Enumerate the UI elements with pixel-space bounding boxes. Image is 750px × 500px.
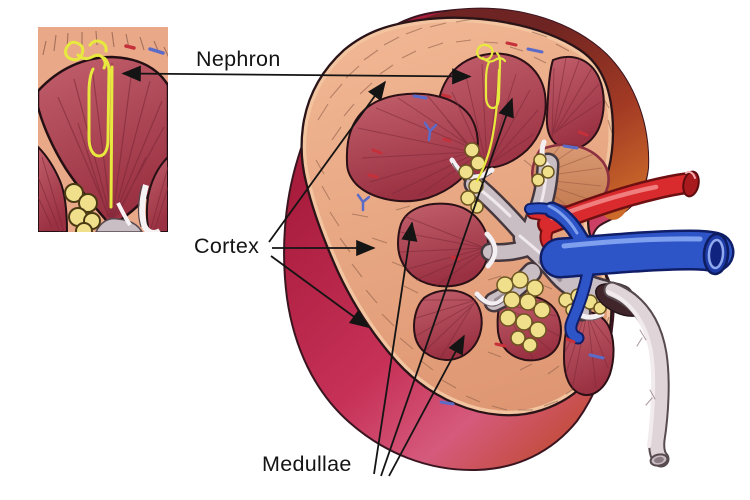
ureter <box>603 281 670 468</box>
annotation-arrows <box>121 65 514 477</box>
nephron-arrow <box>121 65 472 85</box>
renal-vein <box>524 201 735 345</box>
cortex-label: Cortex <box>194 234 260 258</box>
inset-fat <box>64 183 101 232</box>
nephron-highlight <box>475 43 507 183</box>
medullae-arrow-right <box>388 334 465 477</box>
nephron-label: Nephron <box>196 47 281 71</box>
medullae-label: Medullae <box>262 452 352 476</box>
cortex-arrow-bottom <box>270 255 370 328</box>
kidney-illustration <box>283 7 735 472</box>
inset-nephron <box>64 39 114 209</box>
cortex-arrow-top <box>268 80 386 243</box>
capillary-marks <box>356 41 605 406</box>
medullae-arrow-left <box>373 221 418 475</box>
inset-pelvis <box>95 217 143 232</box>
medullae-arrow-top <box>380 97 514 477</box>
inset-calyx <box>116 184 161 232</box>
inset-cortex-hatching <box>42 30 168 58</box>
inset-panel <box>38 27 168 232</box>
